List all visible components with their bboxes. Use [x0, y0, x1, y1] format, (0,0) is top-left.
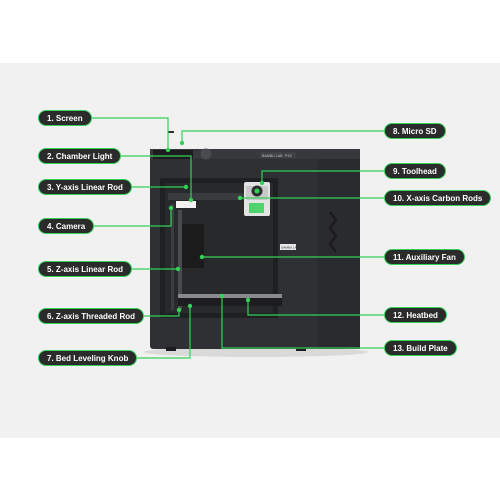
leader-screen [84, 117, 169, 150]
foot-left [166, 347, 176, 351]
leader-chamber-light [116, 155, 192, 200]
build-plate [178, 294, 282, 298]
floor-shadow [144, 347, 368, 357]
leader-build-plate [221, 296, 384, 349]
leader-micro-sd [181, 130, 385, 143]
top-mark [168, 131, 174, 133]
label-bed-leveling-knob: 7. Bed Leveling Knob [38, 350, 138, 366]
dial-button [200, 148, 212, 160]
toolhead-tag-text: BAMBU LAB [282, 246, 299, 250]
brand-badge [260, 152, 296, 158]
toolhead [244, 182, 270, 216]
label-y-axis-linear-rod: 3. Y-axis Linear Rod [38, 179, 132, 195]
z-axis-threaded-rod [178, 210, 182, 310]
label-screen: 1. Screen [38, 110, 92, 126]
label-z-axis-threaded-rod: 6. Z-axis Threaded Rod [38, 308, 145, 324]
label-z-axis-linear-rod: 5. Z-axis Linear Rod [38, 261, 133, 277]
leader-heatbed [247, 300, 384, 316]
leader-toolhead [261, 170, 385, 183]
foot-right [296, 347, 306, 351]
screen [153, 150, 193, 159]
auxiliary-fan [182, 224, 204, 268]
heatbed [178, 296, 282, 306]
model-text: P1S [285, 154, 292, 158]
toolhead-tag [280, 244, 296, 250]
label-build-plate: 13. Build Plate [384, 340, 457, 356]
leader-dots [165, 140, 265, 313]
brand-text: BAMBU LAB [262, 154, 283, 158]
label-toolhead: 9. Toolhead [384, 163, 446, 179]
label-heatbed: 12. Heatbed [384, 307, 447, 323]
label-auxiliary-fan: 11. Auxiliary Fan [384, 249, 465, 265]
leader-camera [84, 208, 172, 227]
label-micro-sd: 8. Micro SD [384, 123, 446, 139]
leader-bed-leveling-knob [129, 306, 191, 359]
chamber-light [176, 201, 196, 208]
x-axis-gantry [168, 193, 268, 200]
label-chamber-light: 2. Chamber Light [38, 148, 122, 164]
label-camera: 4. Camera [38, 218, 95, 234]
z-axis-linear-rod-left [171, 204, 174, 310]
label-x-axis-carbon-rods: 10. X-axis Carbon Rods [384, 190, 492, 206]
